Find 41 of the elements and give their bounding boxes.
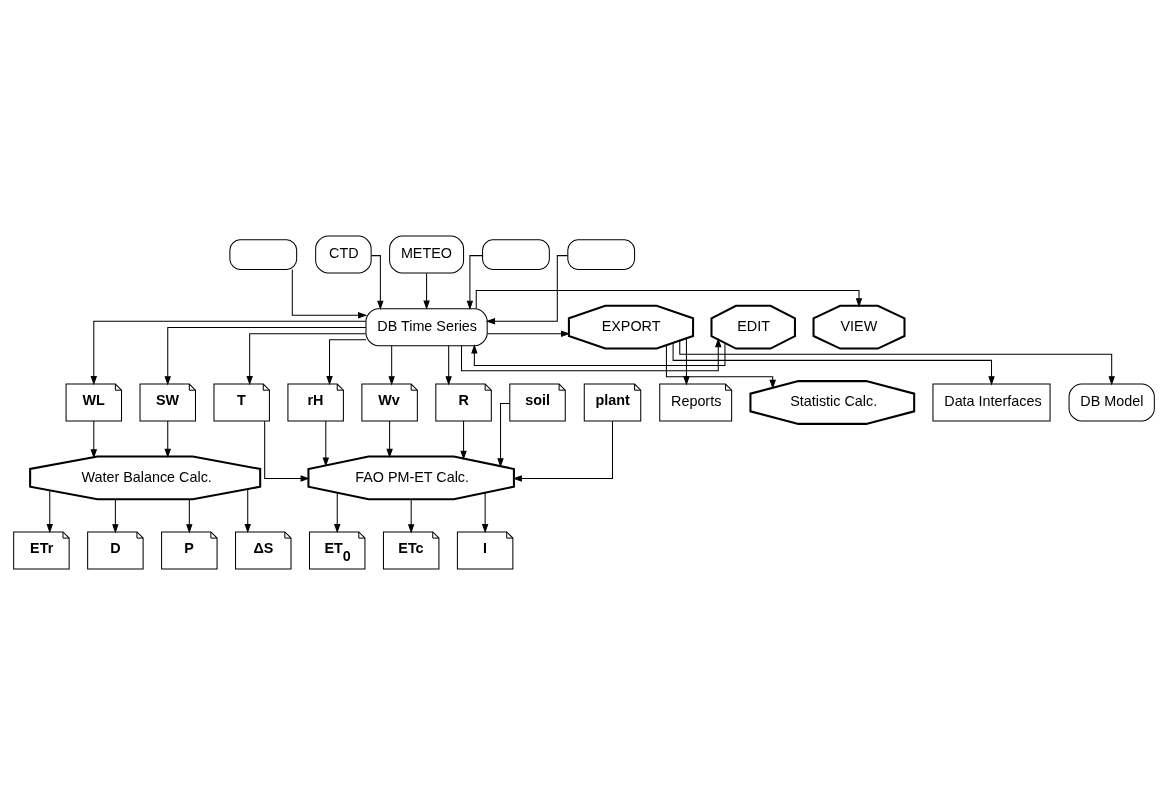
arrow [388, 345, 395, 386]
arrow [423, 272, 430, 310]
arrow [672, 342, 995, 386]
arrow [334, 492, 341, 534]
arrow [683, 338, 690, 386]
node-box [567, 239, 636, 270]
arrow [461, 337, 722, 372]
arrow [665, 344, 776, 390]
arrow [486, 330, 571, 337]
arrow [46, 489, 53, 534]
arrow [471, 342, 726, 367]
arrow [164, 327, 367, 386]
arrow [90, 420, 98, 459]
arrow [679, 340, 1115, 386]
arrow [246, 333, 367, 386]
arrow [164, 420, 171, 459]
arrow [512, 420, 613, 482]
node-box: METEO [389, 235, 465, 274]
arrow [370, 255, 384, 310]
arrow [244, 488, 251, 534]
node-box: DB Time Series [365, 308, 488, 347]
arrow [90, 320, 367, 386]
arrow [497, 403, 510, 468]
arrow [445, 345, 452, 386]
arrow [407, 498, 415, 534]
arrow [326, 339, 367, 386]
node-box [229, 239, 298, 270]
node-box: DB Model [1068, 383, 1155, 422]
arrow [460, 420, 467, 460]
arrow [481, 492, 489, 534]
arrow [186, 498, 193, 534]
node-box [482, 239, 550, 270]
arrow [291, 269, 368, 319]
arrow [485, 255, 568, 325]
node-box: CTD [315, 235, 372, 274]
arrow [386, 420, 393, 459]
arrow [322, 420, 330, 467]
arrow [112, 498, 119, 534]
arrow [475, 290, 863, 309]
arrow [264, 420, 310, 482]
node-box: Data Interfaces [932, 383, 1051, 422]
